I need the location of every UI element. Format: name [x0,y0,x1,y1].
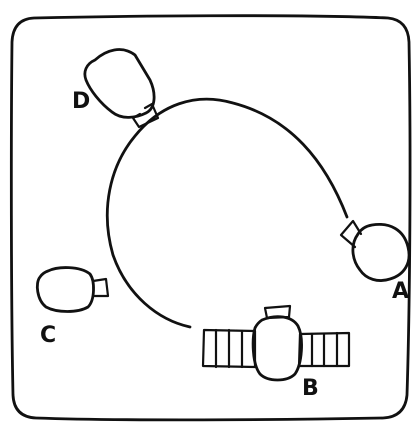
satellite-b-icon [203,306,349,380]
label-c: C [40,323,56,348]
camera-d-icon [85,50,158,127]
camera-a-icon [341,221,409,281]
frame-border [11,16,410,420]
label-b: B [302,376,319,401]
label-a: A [392,279,409,304]
camera-c-icon [37,268,108,312]
label-d: D [72,89,90,114]
orbit-path [107,99,347,327]
